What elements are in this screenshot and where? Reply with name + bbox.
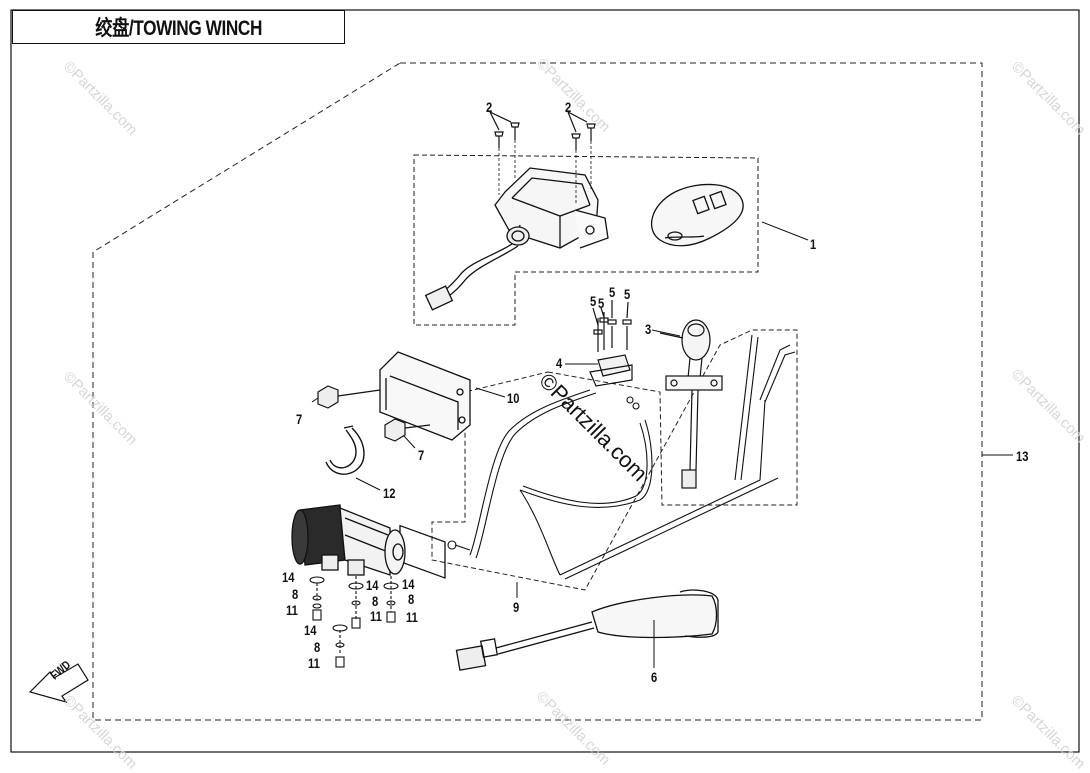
bolts-7 — [317, 385, 431, 442]
leader-lines — [311, 221, 1013, 668]
wiring-harness — [447, 334, 796, 580]
callout-10: 10 — [507, 390, 520, 406]
callout-4: 4 — [556, 355, 563, 371]
callout-5c: 5 — [609, 284, 616, 300]
handlebar-switch — [659, 319, 723, 489]
page-title: 绞盘/TOWING WINCH — [95, 17, 262, 40]
fwd-arrow-icon — [28, 663, 89, 704]
callout-3: 3 — [645, 321, 652, 337]
control-box-outline — [413, 154, 759, 326]
winch-control-box — [424, 167, 609, 311]
callout-12: 12 — [383, 485, 396, 501]
relay-and-screws — [589, 300, 633, 387]
title-box: 绞盘/TOWING WINCH — [12, 10, 345, 44]
callout-14b: 14 — [366, 577, 379, 593]
winch-hook — [325, 425, 365, 475]
callout-5d: 5 — [624, 286, 631, 302]
callout-7a: 7 — [296, 411, 303, 427]
callout-8d: 8 — [314, 639, 321, 655]
callout-14d: 14 — [304, 622, 317, 638]
harness-outline — [431, 329, 798, 591]
callout-14c: 14 — [402, 576, 415, 592]
callout-11a: 11 — [286, 602, 298, 618]
callout-9: 9 — [513, 599, 520, 615]
screws-2 — [489, 111, 596, 205]
callout-13: 13 — [1016, 448, 1029, 464]
callout-8a: 8 — [292, 586, 299, 602]
callout-11d: 11 — [308, 655, 320, 671]
mounting-hardware — [309, 576, 399, 668]
callout-1: 1 — [810, 236, 817, 252]
callout-2a: 2 — [486, 99, 493, 115]
callout-5a: 5 — [590, 293, 597, 309]
callout-6: 6 — [651, 669, 658, 685]
callout-7b: 7 — [418, 447, 425, 463]
callout-11b: 11 — [370, 608, 382, 624]
callout-8b: 8 — [372, 593, 379, 609]
callout-11c: 11 — [406, 609, 418, 625]
outer-frame — [10, 9, 1080, 753]
callout-8c: 8 — [408, 591, 415, 607]
callout-2b: 2 — [565, 99, 572, 115]
winch-motor — [291, 504, 406, 576]
remote-control — [651, 183, 744, 247]
assembly-outline — [92, 62, 983, 721]
rocker-switch — [455, 589, 719, 671]
callout-5b: 5 — [598, 295, 605, 311]
roller-fairlead — [379, 351, 471, 579]
callout-14a: 14 — [282, 569, 295, 585]
